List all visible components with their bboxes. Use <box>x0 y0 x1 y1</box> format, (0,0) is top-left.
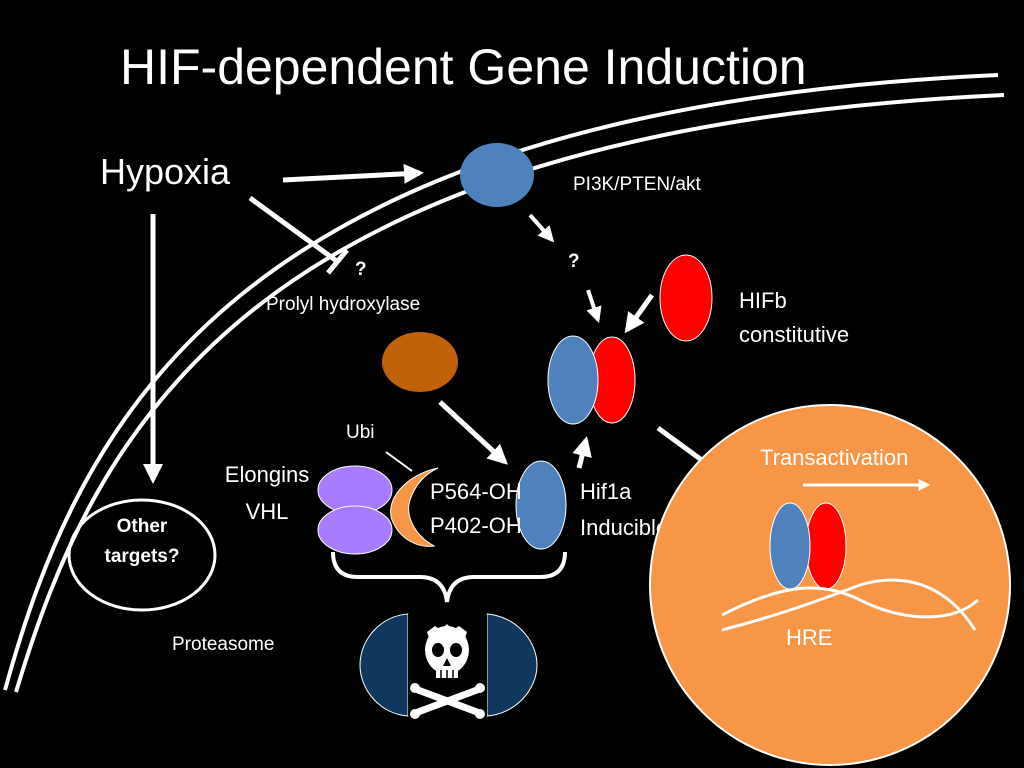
hre-label: HRE <box>786 625 832 650</box>
hifb-label-line2: constitutive <box>739 322 849 347</box>
other-targets-line2: targets? <box>105 546 180 567</box>
pi3k-label: PI3K/PTEN/akt <box>573 174 701 195</box>
elongin-oval-bottom <box>317 505 393 555</box>
proteasome-left-half <box>359 613 409 717</box>
slide-title: HIF-dependent Gene Induction <box>120 39 807 95</box>
pi3k-down-arrow <box>528 213 555 243</box>
cell-membrane-inner <box>14 93 1005 693</box>
skull-crossbones-icon <box>408 614 487 719</box>
p402-label: P402-OH <box>430 513 522 538</box>
hifb-to-complex-arrow <box>624 293 655 334</box>
hypoxia-to-pi3k-arrow <box>282 163 424 184</box>
other-targets-oval <box>67 498 217 612</box>
proteasome-right-half <box>486 613 538 717</box>
pi3k-question-mark: ? <box>568 251 580 272</box>
prolyl-hydroxylase-label: Prolyl hydroxylase <box>266 294 420 315</box>
vhl-crescent <box>390 467 439 547</box>
pi3k-to-complex-arrow <box>586 289 602 324</box>
nuclear-hifb-oval <box>805 502 847 590</box>
prolyl-to-hif1a-arrow <box>438 400 508 465</box>
prolyl-hydroxylase-oval <box>382 332 458 392</box>
cell-membrane-outer <box>3 73 999 691</box>
ubi-pointer-line <box>385 451 413 472</box>
hif1a-label-line2: Inducible <box>580 515 668 540</box>
hif1a-oval <box>515 460 567 550</box>
hypoxia-inhibits-prolyl-line <box>248 195 340 265</box>
hif1a-to-complex-arrow <box>572 436 592 469</box>
p564-label: P564-OH <box>430 479 522 504</box>
complex-hif1a-oval <box>547 335 599 425</box>
ubi-label: Ubi <box>346 422 375 443</box>
nuclear-hif1a-oval <box>769 502 811 590</box>
proteasome-label: Proteasome <box>172 634 274 655</box>
vhl-label: VHL <box>246 499 289 524</box>
hif1a-label-line1: Hif1a <box>580 479 632 504</box>
transactivation-label: Transactivation <box>760 445 908 470</box>
dna-strand-1 <box>721 586 979 619</box>
pi3k-oval <box>460 143 534 207</box>
inhibition-bar <box>326 248 349 275</box>
other-targets-line1: Other <box>117 516 168 537</box>
proteasome-brace <box>331 551 567 603</box>
prolyl-question-mark: ? <box>355 259 367 280</box>
hifb-oval <box>659 254 713 342</box>
elongins-label: Elongins <box>225 462 309 487</box>
hifb-label-line1: HIFb <box>739 288 787 313</box>
dna-strand-2 <box>721 578 977 632</box>
hypoxia-label: Hypoxia <box>100 151 231 192</box>
